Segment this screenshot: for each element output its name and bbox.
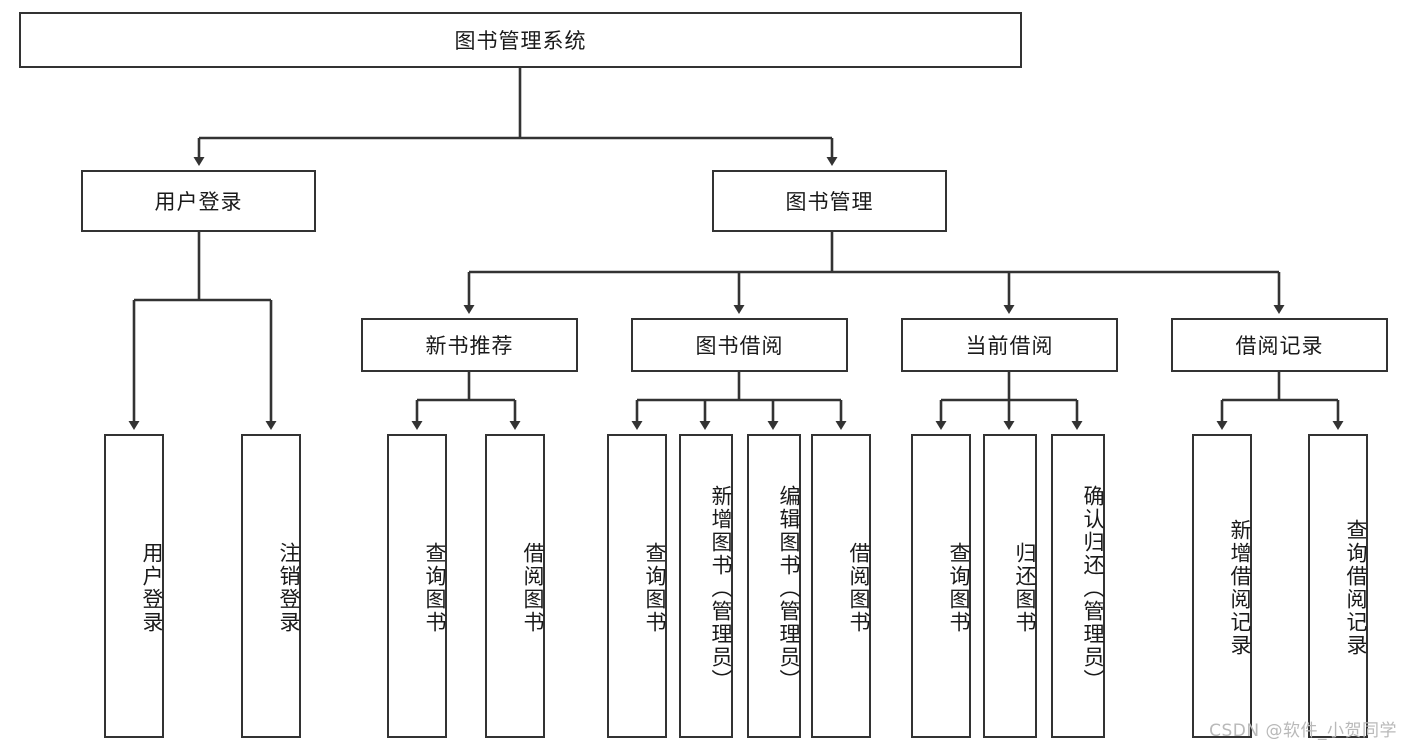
leaf-borrow-book[interactable]: 借阅图书: [811, 434, 871, 738]
node-label: 归还图书: [1013, 542, 1037, 634]
node-label: 确认归还（管理员）: [1081, 484, 1105, 692]
node-label: 查询图书: [947, 542, 971, 634]
node-borrow-records[interactable]: 借阅记录: [1171, 318, 1388, 372]
node-label: 借阅图书: [521, 542, 545, 634]
leaf-return-book[interactable]: 归还图书: [983, 434, 1037, 738]
leaf-logout[interactable]: 注销登录: [241, 434, 301, 738]
node-label: 图书管理: [785, 190, 874, 214]
node-user-login[interactable]: 用户登录: [81, 170, 316, 232]
node-label: 查询借阅记录: [1344, 519, 1368, 657]
node-book-management[interactable]: 图书管理: [712, 170, 947, 232]
leaf-confirm-return-admin[interactable]: 确认归还（管理员）: [1051, 434, 1105, 738]
node-label: 注销登录: [277, 542, 301, 634]
node-label: 查询图书: [423, 542, 447, 634]
node-label: 新增借阅记录: [1228, 519, 1252, 657]
node-new-book-recommend[interactable]: 新书推荐: [361, 318, 578, 372]
node-label: 新书推荐: [425, 334, 514, 358]
node-label: 用户登录: [154, 190, 243, 214]
leaf-query-borrow-record[interactable]: 查询借阅记录: [1308, 434, 1368, 738]
leaf-user-login[interactable]: 用户登录: [104, 434, 164, 738]
node-current-borrow[interactable]: 当前借阅: [901, 318, 1118, 372]
leaf-query-book-current[interactable]: 查询图书: [911, 434, 971, 738]
node-label: 当前借阅: [965, 334, 1054, 358]
leaf-query-book-borrow[interactable]: 查询图书: [607, 434, 667, 738]
node-label: 图书管理系统: [454, 29, 587, 53]
node-label: 查询图书: [643, 542, 667, 634]
node-book-borrow[interactable]: 图书借阅: [631, 318, 848, 372]
node-label: 借阅记录: [1235, 334, 1324, 358]
leaf-edit-book-admin[interactable]: 编辑图书（管理员）: [747, 434, 801, 738]
leaf-add-borrow-record[interactable]: 新增借阅记录: [1192, 434, 1252, 738]
node-label: 新增图书（管理员）: [709, 484, 733, 692]
leaf-add-book-admin[interactable]: 新增图书（管理员）: [679, 434, 733, 738]
node-label: 图书借阅: [695, 334, 784, 358]
node-label: 用户登录: [140, 542, 164, 634]
leaf-borrow-book-recommend[interactable]: 借阅图书: [485, 434, 545, 738]
node-label: 编辑图书（管理员）: [777, 484, 801, 692]
node-label: 借阅图书: [847, 542, 871, 634]
leaf-query-book-recommend[interactable]: 查询图书: [387, 434, 447, 738]
node-root-system[interactable]: 图书管理系统: [19, 12, 1022, 68]
